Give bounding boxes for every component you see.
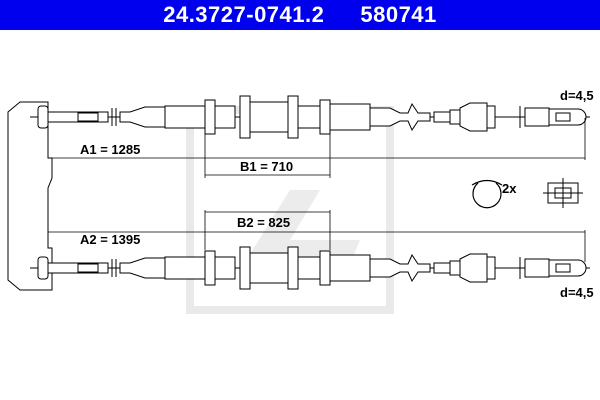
b1-dimension-label: B1 = 710	[240, 159, 293, 174]
d2-diameter-label: d=4,5	[560, 285, 594, 300]
title-bar: 24.3727-0741.2 580741	[0, 0, 600, 30]
a2-dimension-label: A2 = 1395	[80, 232, 140, 247]
reference-number: 580741	[360, 2, 437, 27]
cable-1-dimensions	[48, 118, 586, 178]
clip-quantity-label: 2x	[502, 181, 517, 196]
retaining-clip-icon	[471, 179, 503, 209]
a1-dimension-label: A1 = 1285	[80, 142, 140, 157]
mounting-bracket	[7, 101, 53, 291]
cable-end-detail-icon	[543, 178, 583, 208]
cable-1-drawing	[30, 95, 590, 139]
d1-diameter-label: d=4,5	[560, 88, 594, 103]
b2-dimension-label: B2 = 825	[237, 215, 290, 230]
cable-2-drawing	[30, 246, 590, 290]
cable-2-dimensions	[48, 210, 586, 262]
part-number: 24.3727-0741.2	[163, 2, 325, 27]
